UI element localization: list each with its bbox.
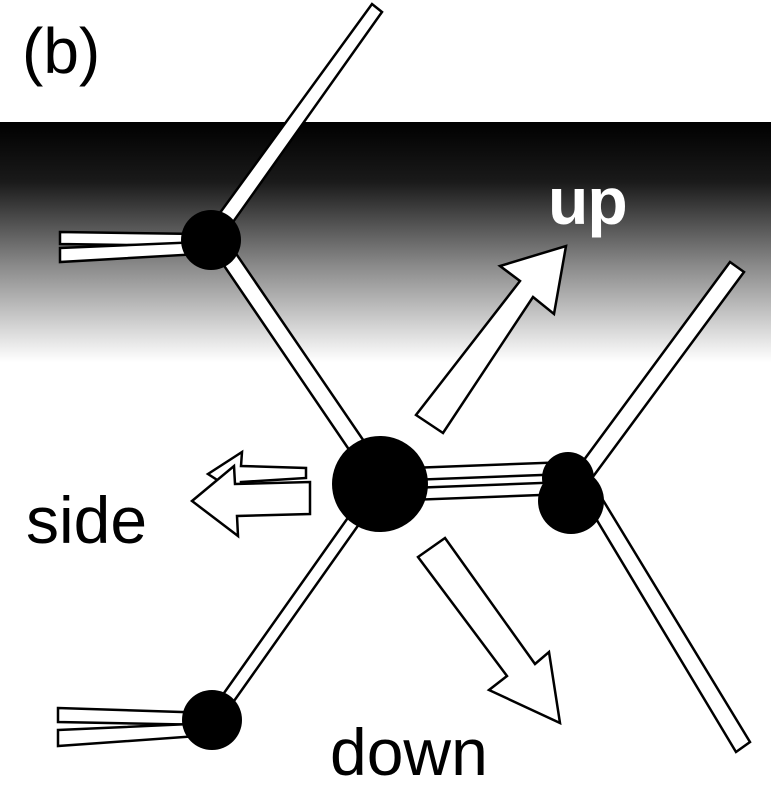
arrow-label-up: up bbox=[548, 164, 628, 238]
arrow-up bbox=[414, 244, 568, 435]
atom-lower-left bbox=[182, 690, 242, 750]
atom-upper-left bbox=[181, 210, 241, 270]
arrow-label-side: side bbox=[26, 483, 148, 557]
arrow-side bbox=[189, 463, 312, 539]
atom-right-front bbox=[538, 468, 604, 534]
bonds bbox=[56, 2, 752, 754]
bond-right-lower bbox=[578, 480, 752, 754]
panel-label: (b) bbox=[22, 15, 101, 87]
arrow-label-down: down bbox=[330, 715, 488, 789]
arrows bbox=[189, 244, 568, 726]
atom-center bbox=[332, 436, 428, 532]
arrow-down bbox=[416, 536, 562, 726]
atoms bbox=[181, 210, 604, 750]
